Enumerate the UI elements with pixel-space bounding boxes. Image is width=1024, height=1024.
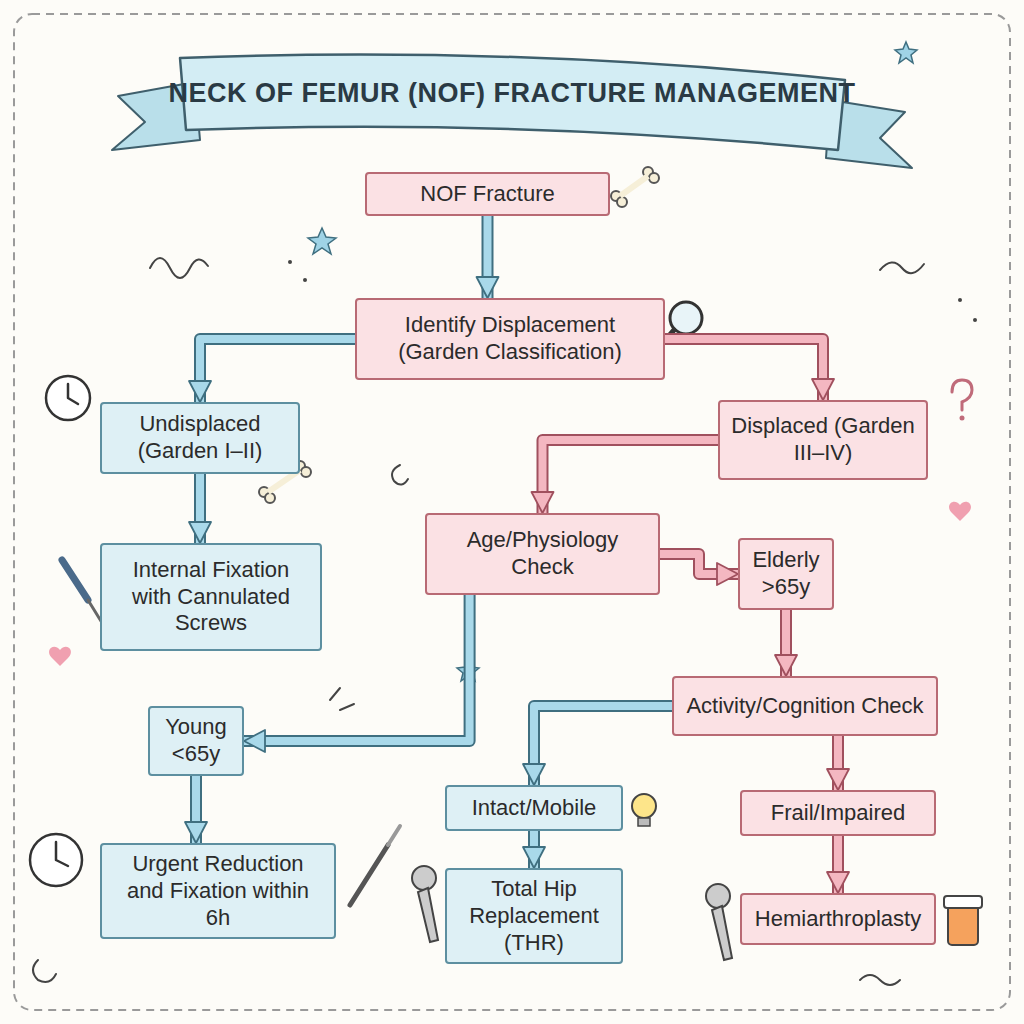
process-box: Activity/Cognition Check xyxy=(672,676,938,736)
box-text: Elderly >65y xyxy=(750,547,822,601)
flow-arrow xyxy=(487,216,488,298)
process-box: Displaced (Garden III–IV) xyxy=(718,400,928,480)
box-text: Hemiarthroplasty xyxy=(755,906,921,933)
box-text: Urgent Reduction and Fixation within 6h xyxy=(112,851,324,931)
box-text: Displaced (Garden III–IV) xyxy=(730,413,916,467)
process-box: Frail/Impaired xyxy=(740,790,936,836)
box-text: Total Hip Replacement (THR) xyxy=(457,876,611,956)
flow-arrow xyxy=(543,440,719,513)
box-text: Young <65y xyxy=(160,714,232,768)
box-text: NOF Fracture xyxy=(420,181,554,208)
process-box: Intact/Mobile xyxy=(445,785,623,831)
process-box: NOF Fracture xyxy=(365,172,610,216)
process-box: Identify Displacement (Garden Classifica… xyxy=(355,298,665,380)
flow-arrow xyxy=(196,776,197,843)
process-box: Undisplaced (Garden I–II) xyxy=(100,402,300,474)
flow-arrow xyxy=(660,554,738,574)
process-box: Hemiarthroplasty xyxy=(740,893,936,945)
flow-arrow xyxy=(838,736,839,790)
process-box: Elderly >65y xyxy=(738,538,834,610)
flow-arrow xyxy=(534,831,535,868)
process-box: Total Hip Replacement (THR) xyxy=(445,868,623,964)
flow-arrow xyxy=(534,706,672,785)
process-box: Urgent Reduction and Fixation within 6h xyxy=(100,843,336,939)
flow-arrow xyxy=(838,836,839,893)
box-text: Age/Physiology Check xyxy=(437,527,648,581)
box-text: Undisplaced (Garden I–II) xyxy=(112,411,288,465)
process-box: Young <65y xyxy=(148,706,244,776)
box-text: Activity/Cognition Check xyxy=(686,693,923,720)
box-text: Frail/Impaired xyxy=(771,800,905,827)
flow-arrow xyxy=(200,339,355,402)
flow-arrow xyxy=(200,474,201,543)
process-box: Age/Physiology Check xyxy=(425,513,660,595)
box-text: Internal Fixation with Cannulated Screws xyxy=(112,557,310,637)
flow-arrow xyxy=(665,339,823,400)
box-text: Identify Displacement (Garden Classifica… xyxy=(367,312,653,366)
title: NECK OF FEMUR (NOF) FRACTURE MANAGEMENT xyxy=(0,78,1024,109)
process-box: Internal Fixation with Cannulated Screws xyxy=(100,543,322,651)
box-text: Intact/Mobile xyxy=(472,795,597,822)
flow-arrow xyxy=(786,610,787,676)
